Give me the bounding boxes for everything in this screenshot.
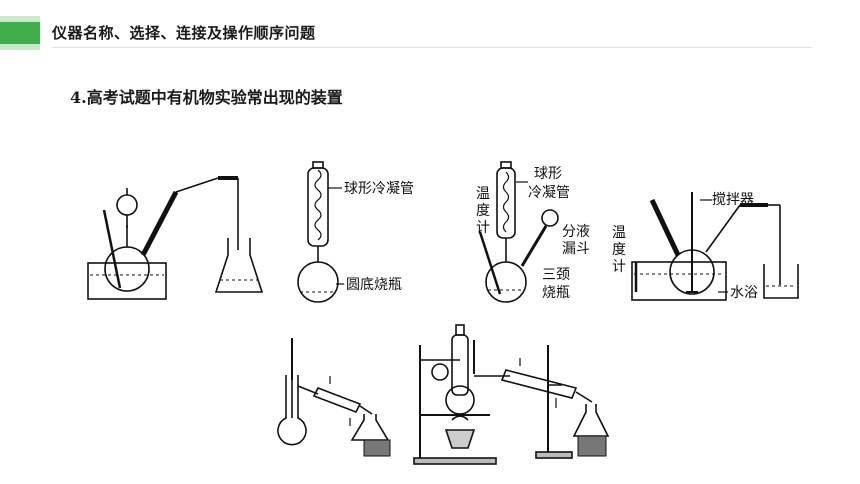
label-funnel-1: 分液: [562, 224, 590, 240]
apparatus-distillation-large: [413, 324, 610, 465]
beaker-4: [763, 264, 799, 299]
condenser-1: [140, 190, 179, 257]
adapter-5: [359, 405, 373, 415]
distilling-flask-5: [277, 375, 307, 446]
round-flask-2: [297, 261, 339, 303]
page-title: 仪器名称、选择、连接及操作顺序问题: [52, 24, 316, 42]
condenser-6: [500, 369, 578, 399]
dropping-funnel-1: [116, 194, 138, 216]
apparatus-ball-condenser: [297, 161, 344, 303]
condenser-coil-2: [314, 169, 322, 241]
condenser-coil-3: [502, 171, 510, 233]
label-temp-1: 温: [476, 186, 490, 202]
label-water-bath: 水浴: [730, 285, 758, 301]
thermometer-1: [102, 209, 122, 289]
separating-funnel-3: [541, 209, 559, 227]
apparatus-three-neck: [478, 161, 559, 303]
funnel-6: [431, 363, 449, 381]
condenser-top-3: [500, 161, 512, 169]
side-arm-5: [297, 385, 319, 395]
ball-condenser-3: [496, 167, 516, 239]
funnel-stem-3: [520, 225, 548, 267]
header-divider: [52, 47, 812, 48]
three-neck-flask-3: [485, 261, 527, 303]
adapter-6: [575, 391, 593, 403]
thermometer-3: [478, 231, 502, 295]
receiver-ice-6: [577, 435, 607, 457]
stand-base-6: [413, 457, 497, 465]
label-three-neck-2: 烧瓶: [542, 285, 570, 301]
receiver-flask-5: [350, 414, 390, 441]
label-ball-1: 球形: [534, 166, 562, 182]
label-ball-2: 冷凝管: [528, 185, 570, 201]
side-tube-4: [705, 204, 741, 253]
conical-flask-1: [214, 238, 264, 293]
water-bath-4: [631, 261, 727, 301]
section-heading: 4.高考试题中有机物实验常出现的装置: [70, 88, 343, 107]
condenser-5: [312, 386, 362, 414]
adapter-tube-1: [175, 177, 219, 193]
flame-6: [451, 415, 469, 421]
label-temp4-1: 温: [612, 225, 626, 241]
apparatus-stirrer-bath: [631, 192, 799, 301]
stand-base-6b: [535, 451, 573, 459]
label-funnel-2: 漏斗: [562, 241, 590, 257]
label-condenser-ball: 球形冷凝管: [344, 181, 414, 197]
apparatus-distillation-small: [277, 338, 391, 457]
label-temp-2: 度: [476, 203, 490, 219]
condenser-top-6: [455, 324, 465, 336]
apparatus-reflux-bath: [87, 176, 264, 300]
label-temp4-2: 度: [612, 242, 626, 258]
label-temp-3: 计: [476, 220, 490, 236]
condenser-4: [649, 198, 681, 257]
receiver-flask-6: [572, 404, 610, 437]
column-6: [451, 334, 469, 396]
header-accent-bar: [0, 16, 40, 50]
label-three-neck-1: 三颈: [542, 267, 570, 283]
condenser-top-2: [312, 161, 324, 169]
label-temp4-3: 计: [612, 259, 626, 275]
label-round-flask: 圆底烧瓶: [346, 277, 402, 293]
three-neck-flask-6: [445, 385, 475, 415]
label-stirrer: 搅拌器: [712, 192, 754, 208]
water-bath-1: [87, 262, 167, 300]
receiver-ice-5: [363, 439, 391, 457]
burner-6: [444, 429, 476, 449]
